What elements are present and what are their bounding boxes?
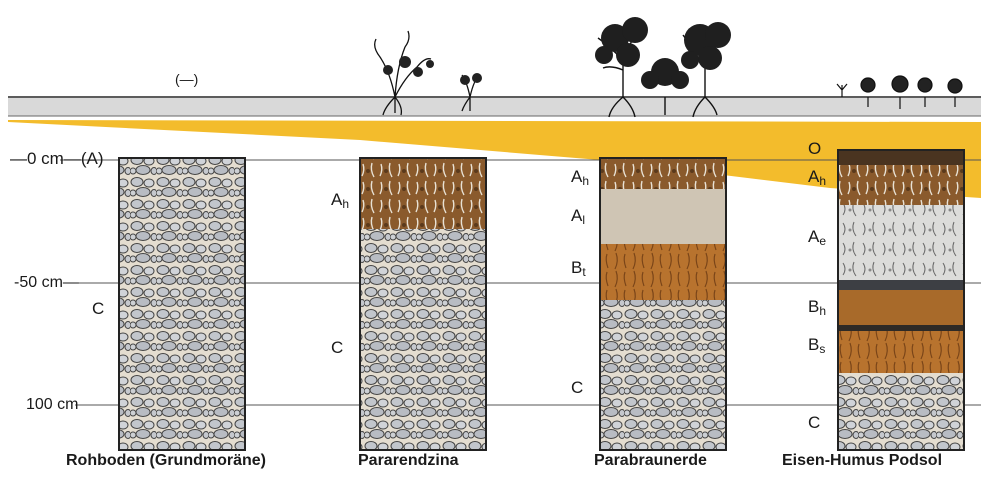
horizon-label: Bs — [808, 336, 825, 355]
depth-label-50: -50 cm— — [14, 275, 79, 291]
profile-name: Parabraunerde — [594, 452, 707, 470]
horizon-label: C — [808, 414, 820, 433]
horizon-label: Ae — [808, 228, 826, 247]
horizon-label: C — [92, 300, 104, 319]
horizon-label: Bt — [571, 259, 586, 278]
horizon-label: Ah — [808, 168, 826, 187]
profile-column-1 — [119, 158, 245, 450]
profile-name: Rohboden (Grundmoräne) — [66, 452, 266, 470]
horizon-label: C — [571, 379, 583, 398]
depth-label-0: —0 cm—(A) — [10, 150, 104, 167]
ground-strip — [8, 96, 981, 116]
horizon-label: O — [808, 140, 821, 159]
horizon-label: Al — [571, 207, 585, 226]
horizon-label: Ah — [571, 168, 589, 187]
horizon-label: Bh — [808, 298, 826, 317]
horizon-label: Ah — [331, 191, 349, 210]
profile-name: Pararendzina — [358, 452, 458, 470]
horizon-label: C — [331, 339, 343, 358]
surface-marker: (—) — [175, 72, 198, 86]
profile-name: Eisen-Humus Podsol — [782, 452, 942, 470]
depth-label-100: 100 cm — [26, 397, 78, 413]
